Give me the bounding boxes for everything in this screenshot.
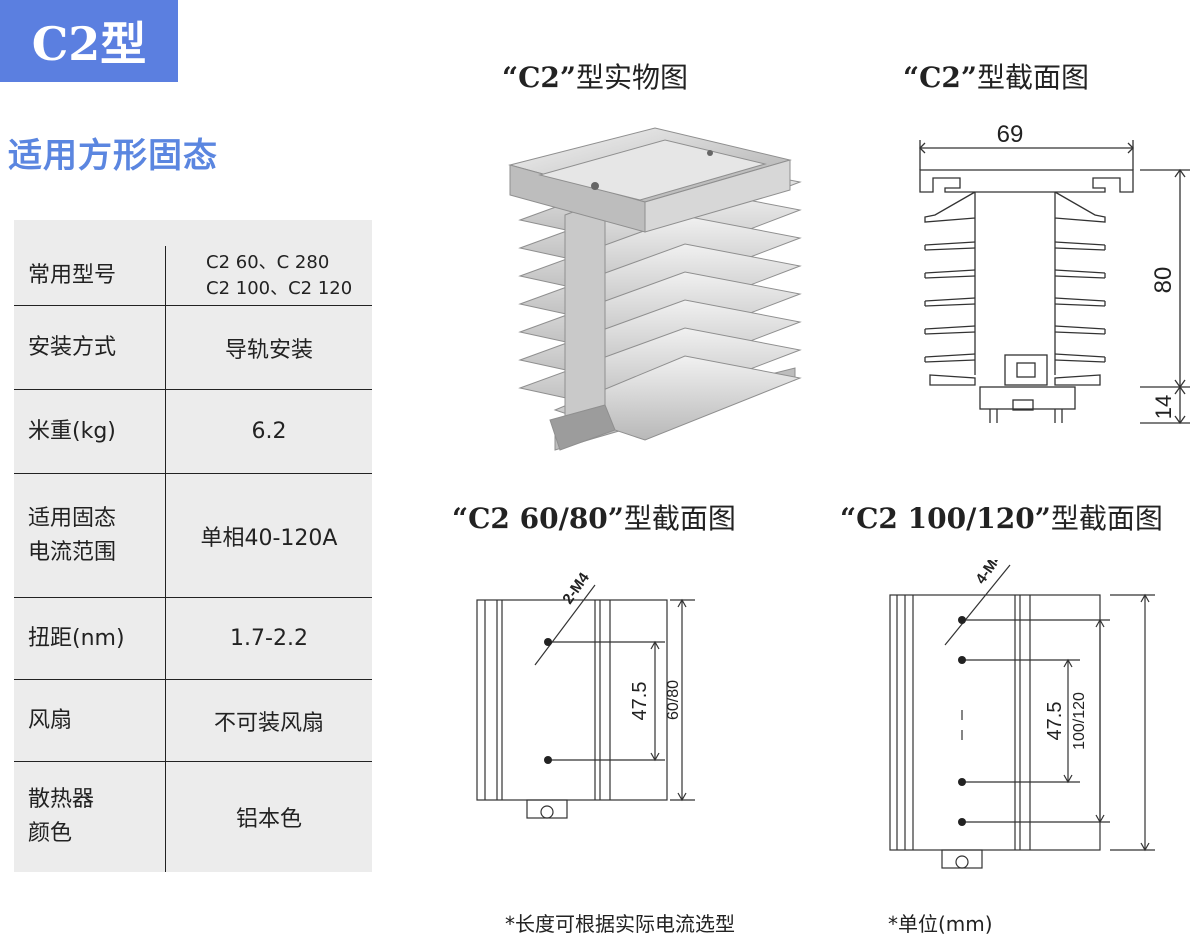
c100-length-label: 100/120: [1071, 692, 1088, 750]
c100-drawing: 4-M4 47.5 100/120: [889, 560, 1155, 869]
c60-screw-hole: [544, 756, 552, 764]
spec-key: 常用型号: [14, 246, 166, 305]
spec-value: 铝本色: [235, 807, 302, 832]
c100-screw-hole: [958, 616, 966, 624]
caption-c60-rest: 型截面图: [623, 502, 736, 535]
spec-value: 1.7-2.2: [230, 626, 308, 651]
note-unit: *单位(mm): [888, 912, 993, 936]
caption-photo-model: “C2”: [502, 61, 576, 94]
c100-screw-label: 4-M4: [972, 560, 1006, 587]
spec-key: 散热器 颜色: [14, 762, 166, 872]
c60-length-label: 60/80: [665, 680, 682, 720]
c100-screw-hole: [958, 778, 966, 786]
c100-screw-hole: [958, 656, 966, 664]
spec-row-mount: 安装方式 导轨安装: [14, 306, 372, 390]
caption-photo: “C2”型实物图: [502, 56, 688, 96]
spec-row-torque: 扭距(nm) 1.7-2.2: [14, 598, 372, 680]
section-drawing: 69 80 14: [919, 121, 1190, 425]
spec-value: 不可装风扇: [213, 710, 324, 736]
spec-row-color: 散热器 颜色 铝本色: [14, 762, 372, 872]
c60-screw-label: 2-M4: [559, 569, 593, 607]
dim-height-label: 80: [1150, 267, 1177, 294]
spec-value: 6.2: [251, 419, 287, 444]
caption-photo-rest: 型实物图: [575, 61, 688, 94]
model-badge: C2型: [0, 0, 178, 82]
spec-value: C2 60、C 280 C2 100、C2 120: [166, 246, 372, 305]
spec-row-weight: 米重(kg) 6.2: [14, 390, 372, 474]
subtitle: 适用方形固态: [8, 136, 218, 176]
spec-row-fan: 风扇 不可装风扇: [14, 680, 372, 762]
dim-width-label: 69: [997, 121, 1024, 148]
caption-section-model: “C2”: [903, 61, 977, 94]
c100-pitch-label: 47.5: [1044, 702, 1066, 741]
c60-drawing: 2-M4 47.5 60/80: [476, 569, 695, 819]
spec-key-line1: 适用固态: [28, 505, 117, 531]
spec-value: 单相40-120A: [200, 525, 338, 551]
spec-table: 常用型号 C2 60、C 280 C2 100、C2 120 安装方式 导轨安装…: [14, 220, 372, 872]
spec-key-line1: 散热器: [28, 787, 95, 812]
spec-value-line2: C2 100、C2 120: [206, 277, 353, 299]
caption-section: “C2”型截面图: [903, 56, 1089, 96]
spec-key: 米重(kg): [14, 390, 166, 473]
caption-c60: “C2 60/80”型截面图: [452, 497, 736, 537]
spec-key: 适用固态 电流范围: [14, 474, 166, 597]
c60-screw-hole: [544, 638, 552, 646]
caption-section-rest: 型截面图: [976, 61, 1089, 94]
caption-c60-model: “C2 60/80”: [452, 502, 624, 535]
spec-key: 风扇: [14, 680, 166, 761]
c60-pitch-label: 47.5: [629, 682, 651, 721]
spec-value: 导轨安装: [224, 337, 313, 363]
c100-screw-hole: [958, 818, 966, 826]
caption-c100-rest: 型截面图: [1050, 502, 1163, 535]
spec-key-line2: 颜色: [28, 821, 73, 846]
spec-key-line2: 电流范围: [28, 539, 117, 565]
spec-row-current: 适用固态 电流范围 单相40-120A: [14, 474, 372, 598]
heatsink-photo: [508, 127, 802, 451]
spec-row-model: 常用型号 C2 60、C 280 C2 100、C2 120: [14, 246, 372, 306]
spec-key: 扭距(nm): [14, 598, 166, 679]
dim-base-label: 14: [1151, 395, 1176, 419]
spec-value-line1: C2 60、C 280: [206, 251, 330, 273]
caption-c100-model: “C2 100/120”: [840, 502, 1051, 535]
spec-key: 安装方式: [14, 306, 166, 389]
note-length: *长度可根据实际电流选型: [505, 912, 735, 936]
caption-c100: “C2 100/120”型截面图: [840, 497, 1163, 537]
